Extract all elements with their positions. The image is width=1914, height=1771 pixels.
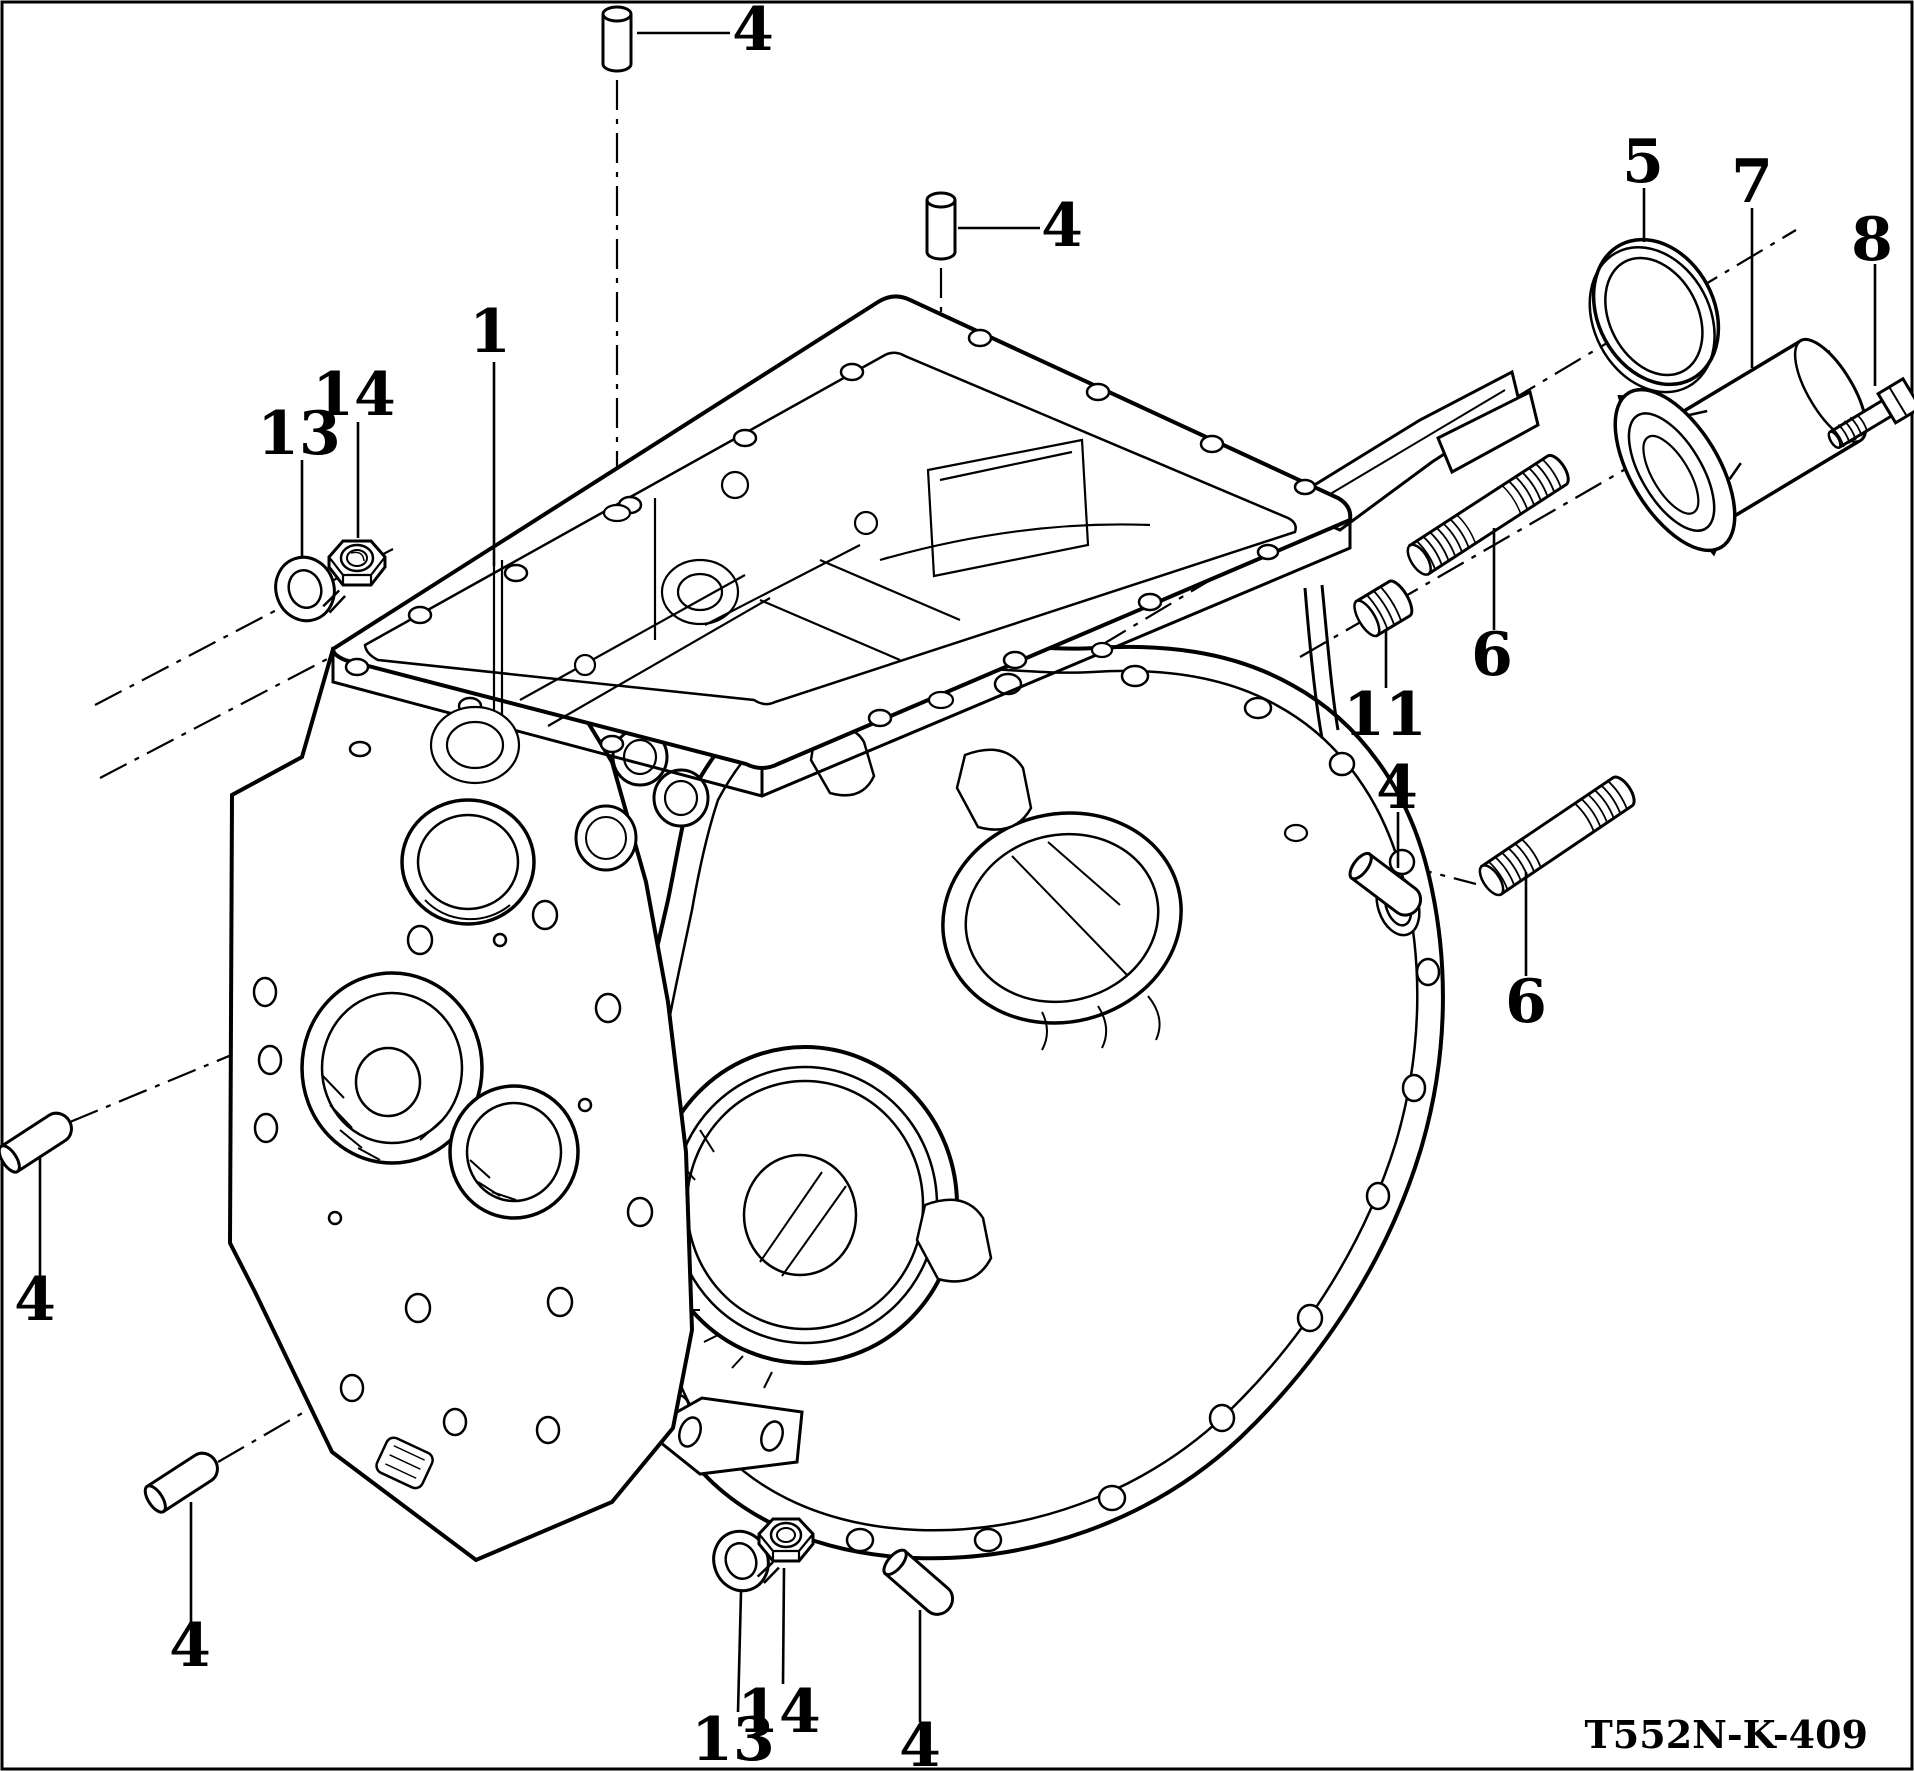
case-right-wall — [1278, 369, 1540, 739]
callout-label-4-1: 4 — [732, 0, 774, 65]
bottom-bracket — [642, 1396, 804, 1476]
callout-label-4-5: 4 — [169, 1611, 211, 1681]
callout-label-6-9: 6 — [1505, 967, 1547, 1037]
case-interior — [429, 438, 1309, 843]
diagram-code: T552N-K-409 — [1585, 1712, 1868, 1757]
axis-line-washer-top-2 — [99, 655, 334, 779]
part-6-stud-upper — [1406, 454, 1570, 576]
part-1-transmission-case — [227, 294, 1540, 1563]
part-13-lock-washer-top — [274, 555, 347, 623]
part-4-dowel-pin-top-left — [601, 5, 633, 73]
cover-bearing-boss — [941, 811, 1183, 1051]
part-7-cover-tube — [1613, 337, 1868, 557]
part-6-stud-lower — [1478, 775, 1636, 897]
tube-retainer — [1613, 387, 1742, 557]
drain-boss — [375, 1436, 434, 1490]
part-5-seal-ring — [1588, 237, 1721, 394]
part-14-hex-nut-top — [327, 539, 387, 587]
axis-line-pin-left-upper — [69, 1042, 259, 1124]
part-4-dowel-pin-top-center — [925, 191, 957, 261]
callout-label-6-8: 6 — [1471, 620, 1513, 690]
callout-label-1-0: 1 — [469, 297, 511, 367]
axis-line-plug-bolt — [1299, 350, 1831, 658]
callout-leader-14-16 — [781, 1567, 786, 1685]
front-spline-bore — [300, 971, 484, 1165]
callout-label-4-6: 4 — [899, 1711, 941, 1771]
callout-label-7-10: 7 — [1731, 147, 1773, 217]
part-8-bolt — [1827, 376, 1914, 449]
front-lower-bore — [448, 1084, 580, 1220]
front-face-holes — [252, 899, 654, 1445]
body-seal-rings — [611, 727, 710, 828]
callout-label-4-2: 4 — [1041, 191, 1083, 261]
callout-label-14-16: 14 — [737, 1677, 821, 1747]
part-11-plug — [1353, 579, 1414, 638]
callout-label-11-12: 11 — [1343, 680, 1427, 750]
callout-label-13-15: 13 — [691, 1705, 775, 1771]
callout-label-4-4: 4 — [14, 1265, 56, 1335]
front-face — [227, 646, 695, 1563]
callout-label-14-14: 14 — [312, 360, 396, 430]
callout-label-4-3: 4 — [1376, 753, 1418, 823]
cover-main-bore — [651, 1045, 959, 1389]
callout-label-13-13: 13 — [257, 399, 341, 469]
callout-label-5-7: 5 — [1622, 127, 1664, 197]
callout-leader-13-15 — [736, 1591, 743, 1713]
callout-label-8-11: 8 — [1851, 205, 1893, 275]
part-14-hex-nut-bottom — [757, 1517, 815, 1563]
